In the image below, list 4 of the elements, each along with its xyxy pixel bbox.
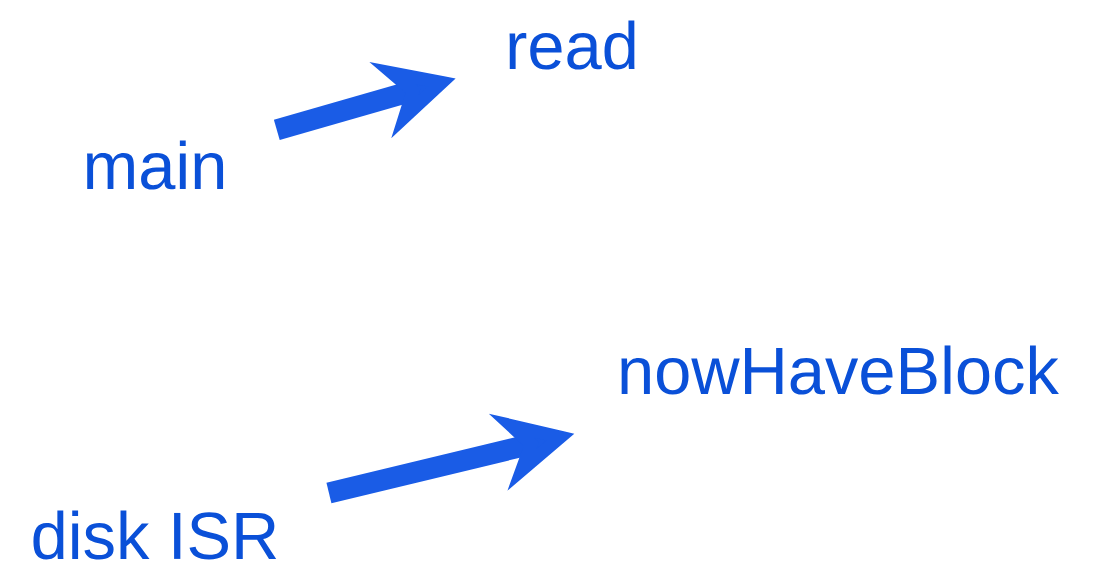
label-text: disk ISR: [33, 510, 277, 560]
label-text: main: [87, 140, 224, 190]
label-text: read: [509, 20, 635, 70]
label-text: nowHaveBlock: [621, 345, 1059, 395]
